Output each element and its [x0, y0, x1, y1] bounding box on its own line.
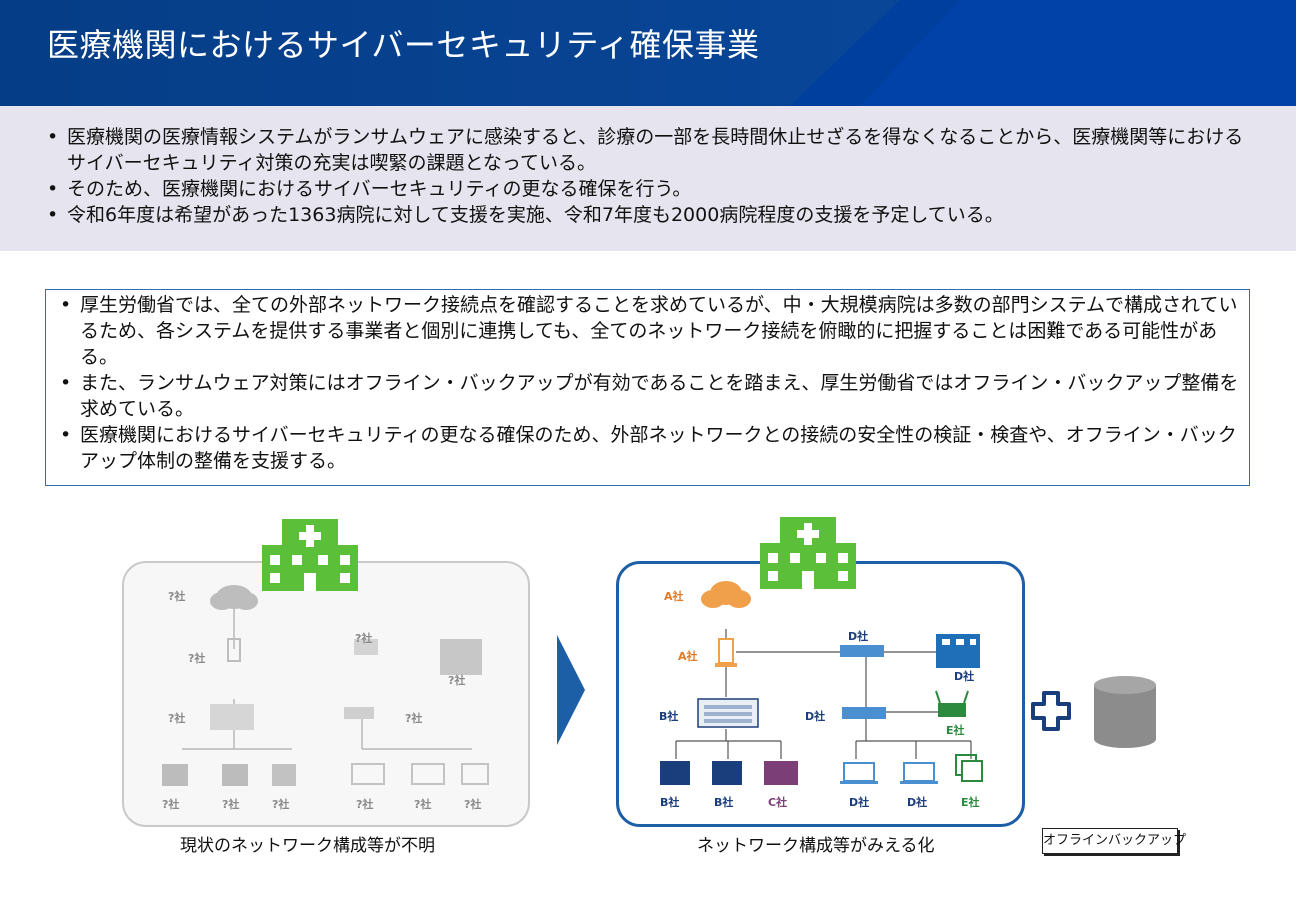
summary-item: 医療機関の医療情報システムがランサムウェアに感染すると、診療の一部を長時間休止せ… — [41, 124, 1256, 176]
switch-icon — [210, 704, 254, 730]
switch-icon — [344, 707, 374, 719]
building-server-icon — [440, 639, 482, 675]
phone-icon — [222, 764, 248, 786]
router-icon — [715, 638, 737, 667]
summary-list: 医療機関の医療情報システムがランサムウェアに感染すると、診療の一部を長時間休止せ… — [41, 124, 1256, 228]
company-label: ?社 — [464, 798, 482, 811]
visible-network-diagram — [660, 581, 983, 785]
company-label: ?社 — [414, 798, 432, 811]
device-icon — [461, 763, 489, 785]
company-label: B社 — [660, 796, 680, 809]
arrow-right-icon — [557, 635, 585, 745]
device-icon — [272, 764, 296, 786]
company-label: B社 — [714, 796, 734, 809]
company-label: ?社 — [405, 712, 423, 725]
server-icon — [354, 639, 378, 655]
laptop-icon — [411, 763, 445, 785]
company-label: D社 — [805, 710, 826, 723]
summary-item: 令和6年度は希望があった1363病院に対して支援を実施、令和7年度も2000病院… — [41, 202, 1256, 228]
company-label: ?社 — [448, 674, 466, 687]
summary-item: そのため、医療機関におけるサイバーセキュリティの更なる確保を行う。 — [41, 176, 1256, 202]
company-label: ?社 — [162, 798, 180, 811]
laptop-icon — [351, 763, 385, 785]
cloud-icon — [210, 585, 258, 610]
company-label: A社 — [678, 650, 698, 663]
company-label: ?社 — [222, 798, 240, 811]
offline-backup-caption: オフラインバックアップ — [1042, 828, 1186, 854]
company-label: D社 — [907, 796, 928, 809]
header-background — [0, 0, 1296, 106]
database-icon — [1094, 676, 1156, 748]
company-label: E社 — [946, 724, 965, 737]
company-label: ?社 — [356, 798, 374, 811]
phone-icon — [660, 761, 690, 785]
devices-icon — [955, 754, 983, 782]
company-label: ?社 — [168, 590, 186, 603]
wifi-router-icon — [935, 690, 969, 717]
detail-item: 厚生労働省では、全ての外部ネットワーク接続点を確認することを求めているが、中・大… — [54, 292, 1239, 370]
printer-icon — [764, 761, 798, 785]
company-label: ?社 — [168, 712, 186, 725]
unknown-network-diagram — [162, 585, 489, 786]
detail-item: 医療機関におけるサイバーセキュリティの更なる確保のため、外部ネットワークとの接続… — [54, 422, 1239, 474]
medical-cross-icon — [1031, 691, 1071, 731]
cloud-icon — [701, 581, 751, 608]
phone-icon — [712, 761, 742, 785]
company-label: ?社 — [188, 652, 206, 665]
router-icon — [227, 638, 241, 662]
phone-icon — [162, 764, 188, 786]
main-server-icon — [697, 698, 759, 728]
switch-icon — [840, 645, 884, 657]
laptop-icon — [900, 762, 938, 784]
hospital-icon — [262, 519, 358, 591]
page-title: 医療機関におけるサイバーセキュリティ確保事業 — [47, 26, 760, 64]
detail-item: また、ランサムウェア対策にはオフライン・バックアップが有効であることを踏まえ、厚… — [54, 370, 1239, 422]
company-label: ?社 — [272, 798, 290, 811]
switch-icon — [842, 707, 886, 719]
detail-list: 厚生労働省では、全ての外部ネットワーク接続点を確認することを求めているが、中・大… — [54, 292, 1239, 474]
company-label: C社 — [768, 796, 788, 809]
summary-panel: 医療機関の医療情報システムがランサムウェアに感染すると、診療の一部を長時間休止せ… — [0, 106, 1296, 251]
company-label: A社 — [664, 590, 684, 603]
server-building-icon — [936, 634, 980, 668]
company-label: ?社 — [355, 632, 373, 645]
company-label: D社 — [848, 630, 869, 643]
company-label: B社 — [659, 710, 679, 723]
company-label: D社 — [849, 796, 870, 809]
company-label: D社 — [954, 670, 975, 683]
visualized-network-caption: ネットワーク構成等がみえる化 — [697, 836, 935, 856]
company-label: E社 — [961, 796, 980, 809]
laptop-icon — [840, 762, 878, 784]
detail-box: 厚生労働省では、全ての外部ネットワーク接続点を確認することを求めているが、中・大… — [45, 289, 1250, 486]
hospital-icon — [760, 517, 856, 589]
header-banner: 医療機関におけるサイバーセキュリティ確保事業 — [0, 0, 1296, 106]
current-network-caption: 現状のネットワーク構成等が不明 — [180, 836, 435, 856]
